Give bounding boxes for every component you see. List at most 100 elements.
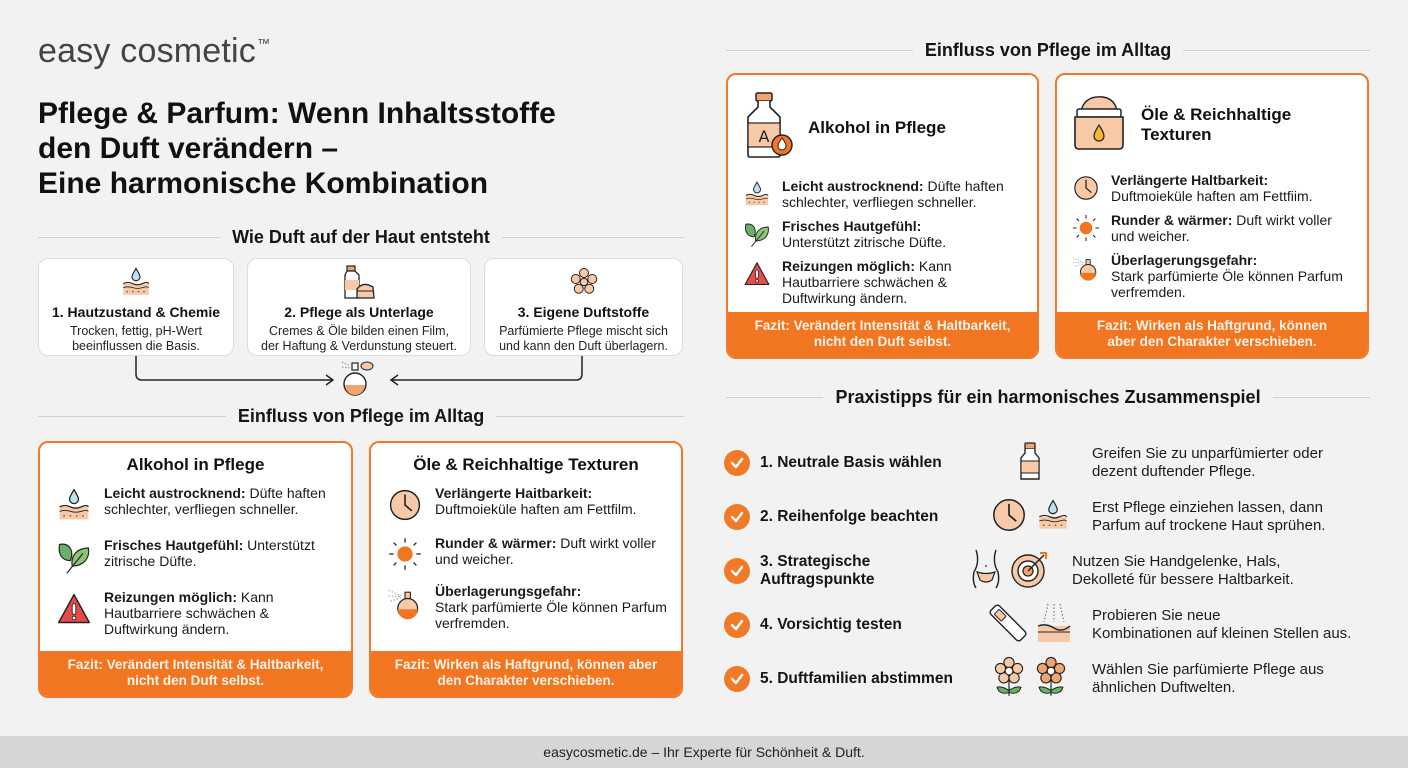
tip-icons: [980, 438, 1080, 489]
tip-desc: Wählen Sie parfümierte Pflege aus ähnlic…: [1092, 661, 1324, 697]
item-bold: Überlagerungsgefahr:: [1111, 252, 1258, 268]
divider: [501, 236, 685, 239]
check-icon: [724, 558, 750, 584]
tip-desc-line: Nutzen Sie Handgelenke, Hals,: [1072, 553, 1281, 570]
card-item: Frisches Hautgefühl: Unterstützt zitrisc…: [742, 218, 1023, 250]
tip-item: 1. Neutrale Basis wählen Greifen Sie zu …: [724, 436, 1384, 490]
clock-icon: [1071, 172, 1101, 202]
fazit-line: den Charakter verschieben.: [437, 673, 615, 688]
title-line-2: den Duft verändern –: [38, 132, 339, 165]
card-item: Überlagerungsgefahr: Stark parfümierte Ö…: [385, 583, 667, 631]
heading-text: Wie Duft auf der Haut entsteht: [232, 227, 490, 247]
footer: easycosmetic.de – Ihr Experte für Schönh…: [0, 736, 1408, 768]
brand-name: easy cosmetic: [38, 32, 257, 70]
target-icon: [1010, 549, 1050, 594]
body-icon: [970, 548, 1002, 595]
item-bold: Runder & wärmer:: [1111, 212, 1233, 228]
card-title: Alkohol in Pflege: [126, 455, 265, 474]
lotion-bottle-cream-icon: [341, 265, 377, 299]
leaves-icon: [54, 537, 94, 575]
item-text: Duft wirkt voller und weicher.: [1111, 212, 1332, 244]
item-bold: Verlängerte Haitbarkeit:: [435, 485, 593, 501]
card-alcohol-left: Alkohol in Pflege Leicht austrocknend: D…: [38, 441, 353, 698]
tip-desc: Nutzen Sie Handgelenke, Hals, Dekolleté …: [1072, 553, 1294, 589]
check-icon: [724, 450, 750, 476]
bottle-icon: [1010, 438, 1050, 489]
card-fazit: Fazit: Wirken als Haftgrund, können aber…: [1057, 312, 1367, 357]
step-desc: Parfümierte Pflege mischt sich: [499, 324, 668, 338]
tip-desc: Erst Pflege einziehen lassen, dann Parfu…: [1092, 499, 1325, 535]
card-item: Runder & wärmer: Duft wirkt voller und w…: [1071, 212, 1353, 244]
tip-desc-line: dezent duftender Pflege.: [1092, 463, 1256, 480]
section-heading-influence-left: Einfluss von Pflege im Alltag: [38, 406, 684, 427]
divider: [38, 415, 226, 418]
brand-logo: easy cosmetic™: [38, 32, 270, 71]
item-bold: Reizungen möglich:: [104, 589, 237, 605]
tip-desc: Probieren Sie neue Kombinationen auf kle…: [1092, 607, 1351, 643]
svg-text:A: A: [759, 127, 770, 146]
tip-icons: [980, 602, 1080, 649]
item-bold: Leicht austrocknend:: [104, 485, 246, 501]
section-heading-tips: Praxistipps für ein harmonisches Zusamme…: [726, 387, 1371, 408]
check-icon: [724, 666, 750, 692]
tip-item: 3. Strategische Auftragspunkte: [724, 544, 1384, 598]
page-title: Pflege & Parfum: Wenn Inhaltsstoffe den …: [38, 96, 678, 201]
step-desc: beeinflussen die Basis.: [72, 339, 200, 353]
skin-drop-icon: [1036, 498, 1070, 537]
card-fazit: Fazit: Verändert Intensität & Haltbarkei…: [40, 651, 351, 696]
tip-icons: [980, 656, 1080, 703]
card-item: Frisches Hautgefühl: Unterstützt zitrisc…: [54, 537, 337, 575]
trademark: ™: [257, 36, 271, 51]
divider: [1272, 396, 1371, 399]
card-header: A Alkohol in Pflege: [742, 91, 1023, 164]
card-item: Reizungen möglich: Kann Hautbarriere sch…: [742, 258, 1023, 306]
perfume-bottle-icon: [340, 360, 376, 403]
step-card-3: 3. Eigene Duftstoffe Parfümierte Pflege …: [484, 258, 683, 356]
title-line-3: Eine harmonische Kombination: [38, 167, 489, 200]
divider: [1183, 49, 1370, 52]
tip-icons: [960, 548, 1060, 595]
fazit-line: nicht den Duft seibst.: [813, 334, 952, 349]
skin-spray-icon: [1036, 602, 1072, 649]
item-text: Stark parfümierte Öle können Parfum verf…: [435, 599, 667, 631]
fazit-line: Fazit: Verändert Intensität & Haltbarkei…: [754, 318, 1011, 333]
fazit-line: aber den Charakter verschieben.: [1107, 334, 1317, 349]
card-item: Überlagerungsgefahr: Stark parfümierte Ö…: [1071, 252, 1353, 300]
flow-arrows: [135, 356, 583, 386]
test-strip-icon: [988, 602, 1028, 649]
divider: [38, 236, 221, 239]
tips-list: 1. Neutrale Basis wählen Greifen Sie zu …: [724, 436, 1384, 706]
card-item: Runder & wärmer: Duft wirkt voller und w…: [385, 535, 667, 571]
tip-item: 5. Duftfamilien abstimmen Wählen Sie par…: [724, 652, 1384, 706]
item-bold: Reizungen möglich:: [782, 258, 915, 274]
divider: [726, 396, 824, 399]
warning-icon: [54, 589, 94, 627]
item-bold: Leicht austrocknend:: [782, 178, 924, 194]
card-alcohol-right: A Alkohol in Pflege Leicht austrocknend:…: [726, 73, 1039, 359]
card-oils-left: Öle & Reichhaltige Texturen Verlängerte …: [369, 441, 683, 698]
tip-label: 4. Vorsichtig testen: [760, 616, 902, 633]
title-line-1: Pflege & Parfum: Wenn Inhaltsstoffe: [38, 97, 556, 130]
card-item: Verlängerte Haltbarkeit: Duftmoieküle ha…: [1071, 172, 1353, 204]
flower-icon: [569, 265, 599, 299]
check-icon: [724, 612, 750, 638]
step-title: 1. Hautzustand & Chemie: [51, 304, 221, 320]
item-text: Duftmoieküle haften am Fettfiim.: [1111, 188, 1313, 204]
step-title: 2. Pflege als Unterlage: [284, 304, 434, 320]
step-desc: Trocken, fettig, pH-Wert: [70, 324, 202, 338]
card-header: Öle & Reichhaltige Texturen: [1071, 91, 1353, 158]
clock-icon: [385, 485, 425, 523]
step-desc: Cremes & Öle bilden einen Film,: [269, 324, 449, 338]
flower-icon: [1034, 656, 1068, 703]
fazit-line: Fazit: Wirken als Haftgrund, können aber: [394, 657, 658, 672]
tip-desc-line: Kombinationen auf kleinen Stellen aus.: [1092, 625, 1352, 642]
clock-icon: [990, 496, 1028, 539]
tip-label: 3. Strategische Auftragspunkte: [760, 553, 875, 588]
sun-icon: [385, 535, 425, 571]
fazit-line: Fazit: Verändert Intensität & Haltbarkei…: [67, 657, 324, 672]
card-item: Verlängerte Haitbarkeit: Duftmoieküle ha…: [385, 485, 667, 523]
card-oils-right: Öle & Reichhaltige Texturen Verlängerte …: [1055, 73, 1369, 359]
item-text: Düfte haften schlechter, verfliegen schn…: [104, 485, 326, 517]
step-card-2: 2. Pflege als Unterlage Cremes & Öle bil…: [247, 258, 471, 356]
item-text: Düfte haften schlechter, verfliegen schn…: [782, 178, 1004, 210]
